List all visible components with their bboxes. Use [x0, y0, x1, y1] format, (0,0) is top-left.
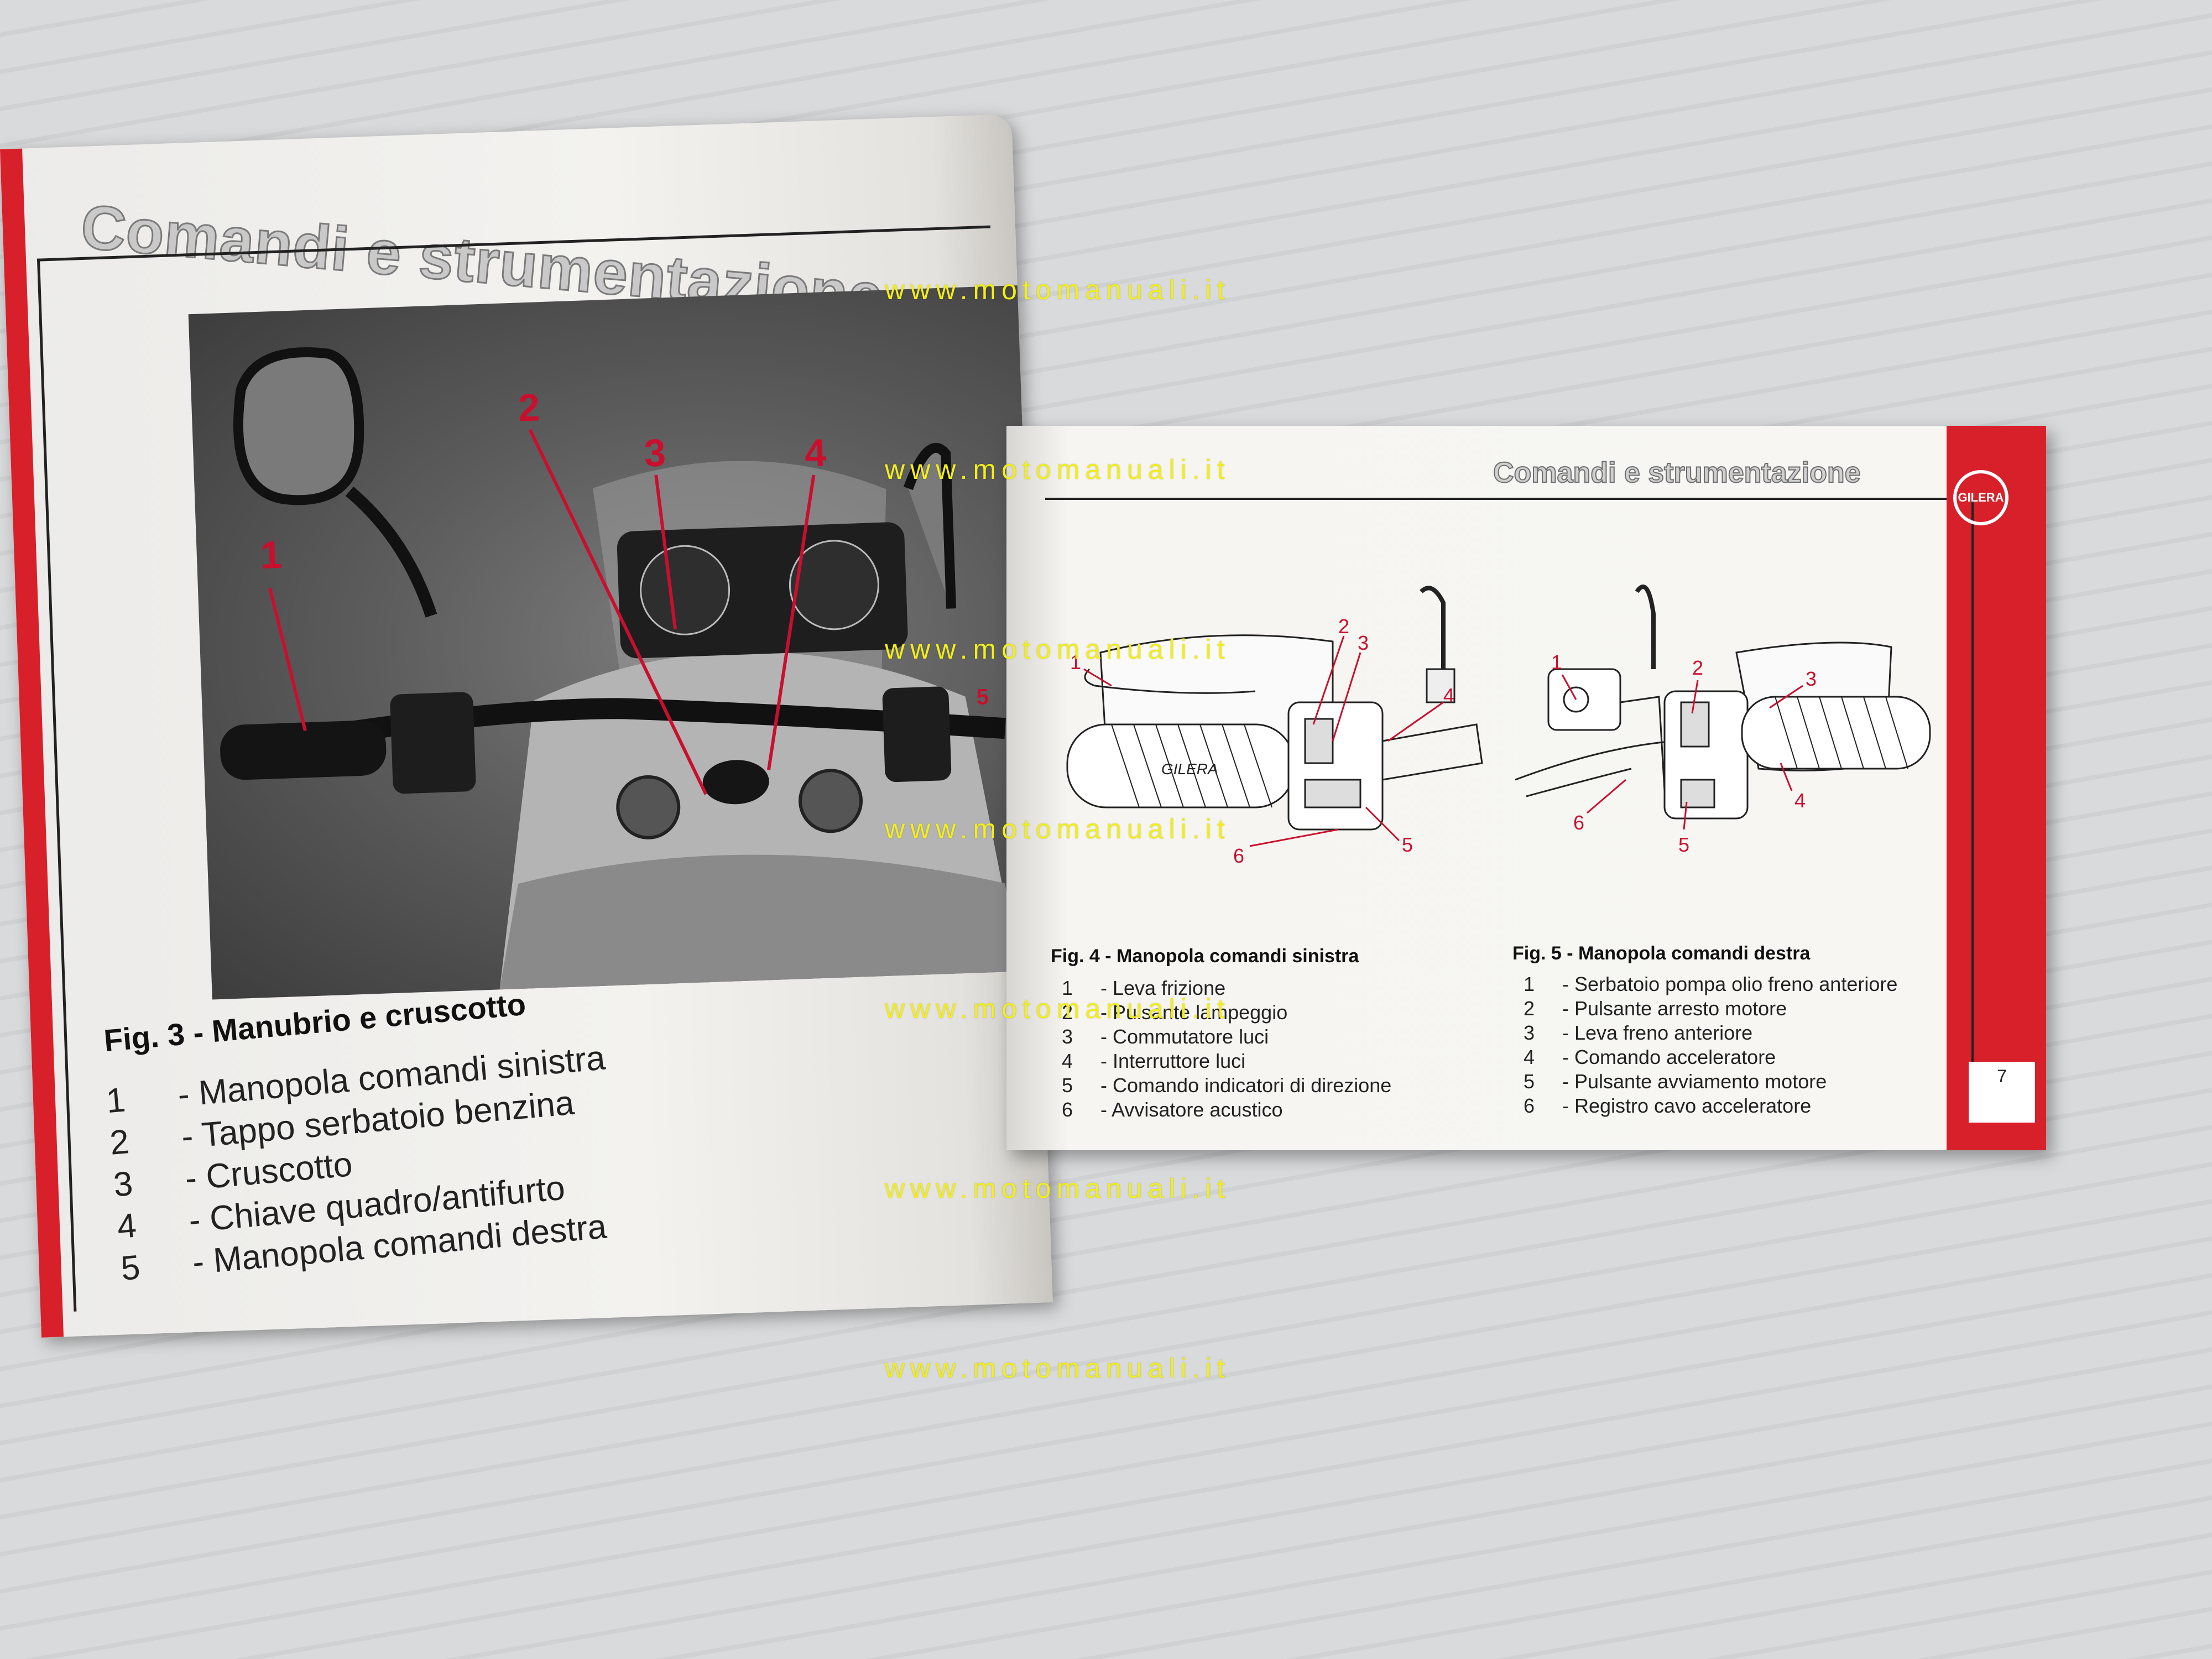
- fig4-callout-1: 1: [1070, 651, 1081, 674]
- list-item: 5- Pulsante avviamento motore: [1524, 1070, 1827, 1093]
- fig4-callout-4: 4: [1443, 684, 1454, 707]
- photo-callout-2: 2: [517, 385, 541, 430]
- list-item: 2- Pulsante lampeggio: [1062, 1001, 1288, 1024]
- watermark: www.motomanuali.it: [885, 1353, 1230, 1384]
- fig5-callout-4: 4: [1794, 789, 1806, 812]
- page-number: 7: [1969, 1062, 2035, 1123]
- fig5-right-grip-drawing: 1 2 3 4 5 6: [1515, 585, 1931, 856]
- fig4-callout-2: 2: [1338, 615, 1349, 638]
- fig5-callout-5: 5: [1678, 833, 1689, 856]
- header-rule: [1045, 498, 1974, 500]
- right-frame-rule: [1971, 498, 1974, 1123]
- red-thumb-tab: [1947, 426, 2046, 1150]
- list-item: 5- Comando indicatori di direzione: [1062, 1074, 1392, 1097]
- list-item: 1- Serbatoio pompa olio freno anteriore: [1524, 973, 1898, 995]
- list-item: 4- Comando acceleratore: [1524, 1046, 1776, 1068]
- fig4-left-grip-drawing: GILERA 1 2 3 4 5 6: [1066, 586, 1483, 867]
- photo-callout-4: 4: [804, 431, 827, 475]
- handlebar-photo-drawing: [220, 347, 1020, 990]
- fig5-caption: Fig. 5 - Manopola comandi destra: [1512, 943, 1811, 964]
- fig3-legend-list: 1- Manopola comandi sinistra 2- Tappo se…: [105, 1037, 622, 1290]
- fig4-callout-3: 3: [1358, 632, 1369, 654]
- watermark: www.motomanuali.it: [885, 813, 1230, 844]
- left-page: Comandi e strumentazione: [0, 114, 1053, 1338]
- fig4-legend-list: 1- Leva frizione 2- Pulsante lampeggio 3…: [1062, 976, 1391, 1122]
- fig5-callout-1: 1: [1551, 651, 1562, 674]
- grip-brand-text: GILERA: [1161, 760, 1218, 778]
- watermark: www.motomanuali.it: [885, 993, 1230, 1024]
- list-item: 4- Interruttore luci: [1062, 1050, 1246, 1072]
- fig5-callout-3: 3: [1806, 667, 1817, 690]
- gilera-logo: GILERA: [1953, 470, 2008, 525]
- watermark: www.motomanuali.it: [885, 1173, 1230, 1204]
- fig4-callout-5: 5: [1402, 833, 1413, 856]
- right-section-title: Comandi e strumentazione: [1493, 456, 1861, 489]
- fig5-legend-list: 1- Serbatoio pompa olio freno anteriore …: [1524, 972, 1897, 1118]
- fig4-callout-6: 6: [1233, 844, 1244, 867]
- list-item: 1- Leva frizione: [1062, 977, 1226, 999]
- watermark: www.motomanuali.it: [885, 454, 1230, 485]
- list-item: 3- Leva freno anteriore: [1524, 1021, 1753, 1044]
- list-item: 6- Registro cavo acceleratore: [1524, 1094, 1812, 1117]
- list-item: 3- Commutatore luci: [1062, 1025, 1269, 1048]
- fig4-caption: Fig. 4 - Manopola comandi sinistra: [1051, 946, 1359, 967]
- photo-callout-3: 3: [643, 431, 667, 475]
- watermark: www.motomanuali.it: [885, 274, 1230, 305]
- fig5-callout-2: 2: [1692, 656, 1703, 679]
- photo-callout-5: 5: [975, 685, 989, 709]
- watermark: www.motomanuali.it: [885, 634, 1230, 665]
- photo-callout-1: 1: [259, 533, 283, 577]
- fig5-callout-6: 6: [1573, 811, 1584, 834]
- right-page: Comandi e strumentazione GILERA 7: [1006, 426, 2046, 1150]
- list-item: 6- Avvisatore acustico: [1062, 1098, 1283, 1121]
- handlebar-photo: 1 2 3 4 5: [188, 285, 1041, 1000]
- list-item: 2- Pulsante arresto motore: [1524, 997, 1787, 1020]
